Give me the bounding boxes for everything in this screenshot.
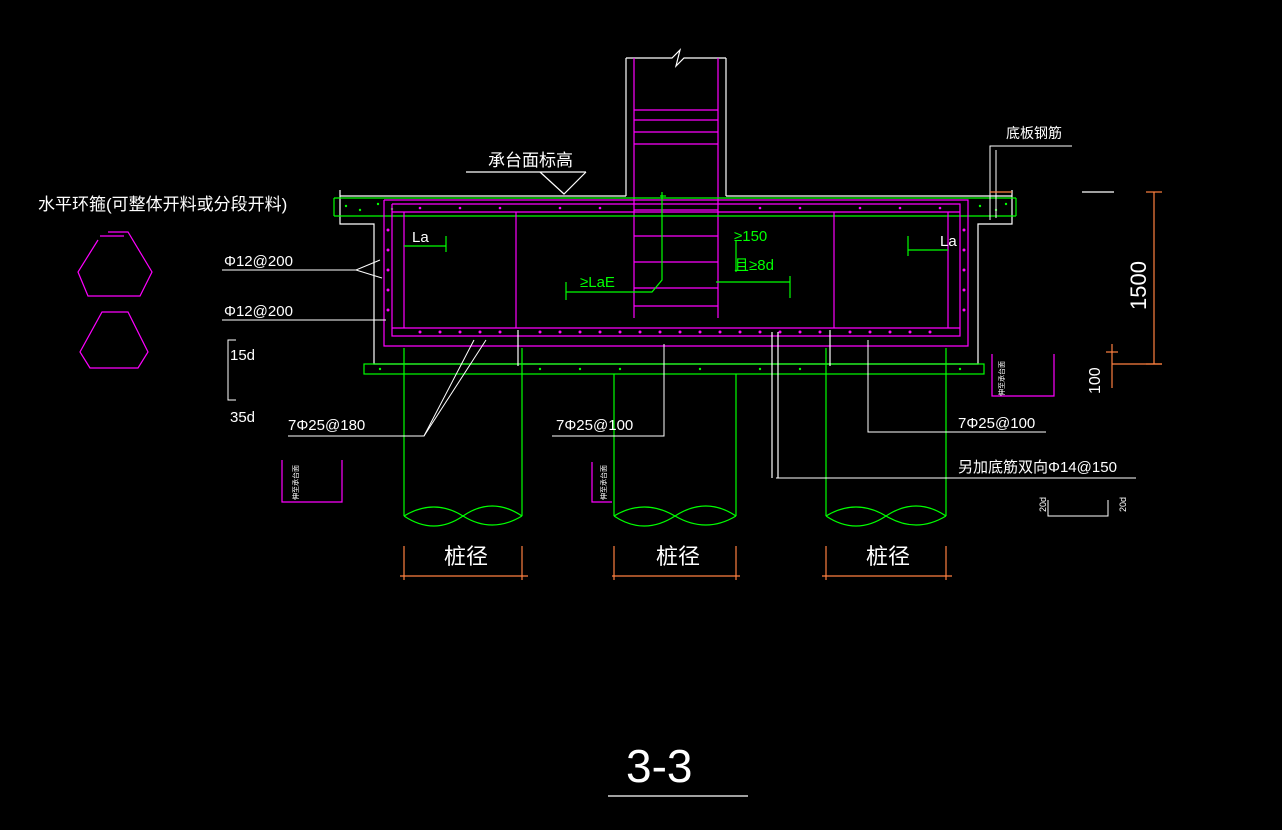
pile-diameter-label-2: 桩径 — [656, 544, 700, 569]
blinding-layer — [363, 363, 985, 375]
small-extend-label-1: 伸至承台面 — [291, 465, 300, 500]
hoop-detail — [77, 231, 153, 369]
pile-anchor-bars — [517, 330, 831, 478]
len-35d-label: 35d — [230, 409, 255, 426]
cap-top-cover — [333, 197, 1017, 217]
hoop-shape-1 — [77, 231, 153, 297]
la-dimensions — [404, 236, 948, 256]
pile-3 — [825, 348, 947, 527]
extra-bottom-rebar-label: 另加底筋双向Φ14@150 — [958, 459, 1117, 476]
len-20d-label-b: 20d — [1118, 497, 1128, 512]
pile-diameter-label-3: 桩径 — [866, 544, 910, 569]
dim-100-label: 100 — [1087, 367, 1104, 394]
cap-rebar-cage — [383, 199, 969, 347]
slab-dim — [990, 191, 1162, 388]
small-extend-label-2: 伸至承台面 — [599, 465, 608, 500]
len-20d-label-a: 20d — [1038, 497, 1048, 512]
section-title: 3-3 — [626, 740, 692, 792]
pile-diameter-label-1: 桩径 — [444, 544, 488, 569]
cap-top-elevation-label: 承台面标高 — [488, 151, 573, 170]
la-right-label: La — [940, 233, 957, 250]
slab-rebar-label: 底板钢筋 — [1006, 125, 1062, 141]
blinding-dots — [378, 367, 962, 371]
dim-1500-label: 1500 — [1126, 261, 1151, 310]
rebar-7phi25-100-mid-label: 7Φ25@100 — [556, 417, 633, 434]
pile-2 — [613, 374, 737, 527]
min150-label: ≥150 — [734, 228, 767, 245]
small-extend-label-3: 伸至承台面 — [997, 361, 1006, 396]
column-starter-bars — [565, 192, 791, 300]
elevation-marker — [466, 171, 587, 195]
la-left-label: La — [412, 229, 429, 246]
pile-diameter-dims — [400, 546, 952, 580]
extend-brackets — [281, 354, 1055, 503]
column — [625, 48, 727, 196]
leader-lines — [222, 145, 1136, 517]
column-rebar — [633, 58, 719, 318]
rebar-7phi25-180-label: 7Φ25@180 — [288, 417, 365, 434]
len-15d-label: 15d — [230, 347, 255, 364]
side-rebar-label-2: Φ12@200 — [224, 303, 293, 320]
lae-label: ≥LaE — [580, 274, 615, 291]
rebar-dots — [386, 206, 966, 334]
min8d-label: 且≥8d — [734, 257, 774, 274]
rebar-7phi25-100-right-label: 7Φ25@100 — [958, 415, 1035, 432]
pile-1 — [403, 348, 523, 527]
hoop-shape-2 — [79, 311, 149, 369]
hoop-title: 水平环箍(可整体开料或分段开料) — [38, 195, 287, 214]
side-rebar-label-1: Φ12@200 — [224, 253, 293, 270]
